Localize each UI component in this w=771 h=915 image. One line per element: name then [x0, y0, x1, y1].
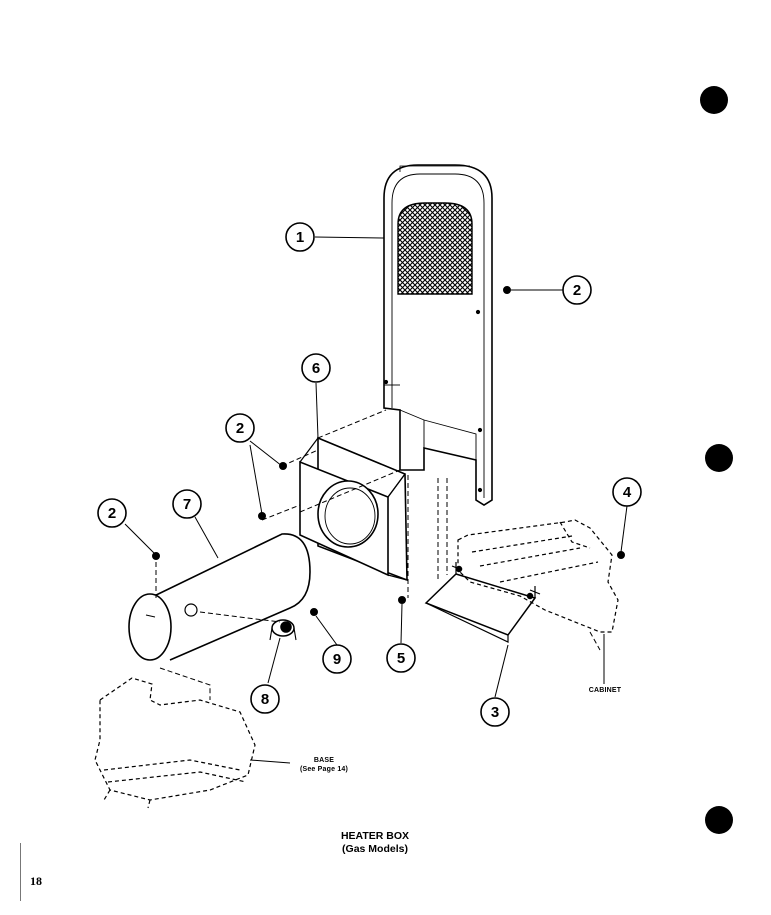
diagram-title: HEATER BOX (Gas Models) [320, 830, 430, 856]
binder-hole [700, 86, 728, 114]
svg-text:5: 5 [397, 650, 405, 667]
base-label-line1: BASE [313, 757, 335, 764]
binder-hole [705, 806, 733, 834]
screw-icon [398, 596, 406, 604]
cabinet-label: CABINET [588, 687, 622, 694]
callout-4: 4 [612, 477, 642, 507]
screw-icon [279, 462, 287, 470]
svg-text:1: 1 [296, 229, 304, 246]
callout-2: 2 [562, 275, 592, 305]
screw-icon [503, 286, 511, 294]
callout-9: 9 [322, 644, 352, 674]
callout-8: 8 [250, 684, 280, 714]
phantom-outlines [94, 519, 619, 809]
fasteners [152, 286, 625, 616]
callout-2: 2 [225, 413, 255, 443]
callout-5: 5 [386, 643, 416, 673]
base-label: BASE (See Page 14) [292, 756, 356, 774]
callout-group: 1 2 2 2 6 7 4 5 9 8 3 [97, 222, 642, 727]
svg-text:2: 2 [108, 505, 116, 522]
part-7-combustion-tube [128, 533, 311, 661]
base-label-line2: (See Page 14) [299, 766, 349, 773]
margin-rule [20, 843, 21, 901]
svg-text:6: 6 [312, 360, 320, 377]
svg-text:7: 7 [183, 496, 191, 513]
callout-3: 3 [480, 697, 510, 727]
title-line2: (Gas Models) [342, 843, 408, 855]
part-8-sensor [269, 619, 297, 641]
svg-text:8: 8 [261, 691, 269, 708]
svg-text:3: 3 [491, 704, 499, 721]
callout-1: 1 [285, 222, 315, 252]
part-6-adapter-ring [299, 436, 408, 582]
svg-text:2: 2 [573, 282, 581, 299]
title-line1: HEATER BOX [340, 830, 410, 842]
alignment-lines [155, 409, 601, 700]
svg-text:4: 4 [623, 484, 632, 501]
binder-hole [705, 444, 733, 472]
svg-text:2: 2 [236, 420, 244, 437]
callout-7: 7 [172, 489, 202, 519]
leader-lines [124, 236, 628, 764]
screw-icon [152, 552, 160, 560]
callout-6: 6 [301, 353, 331, 383]
screw-icon [310, 608, 318, 616]
page-number: 18 [30, 874, 42, 888]
part-3-bracket [424, 562, 541, 643]
part-1-heater-duct [383, 164, 493, 506]
screw-icon [617, 551, 625, 559]
svg-text:9: 9 [333, 651, 341, 668]
callout-2: 2 [97, 498, 127, 528]
